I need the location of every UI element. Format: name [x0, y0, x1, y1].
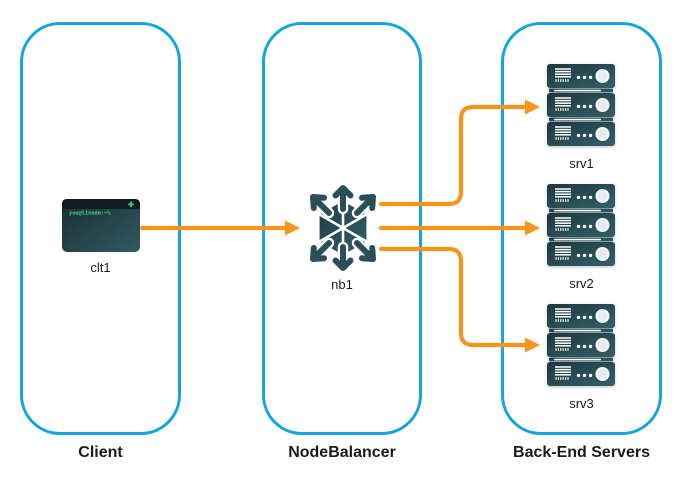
- node-label-clt1: clt1: [90, 260, 111, 275]
- terminal-prompt: you@linode:~%: [69, 211, 111, 217]
- node-label-srv2: srv2: [569, 276, 594, 291]
- group-label-nodebalancer: NodeBalancer: [288, 444, 396, 461]
- terminal-icon: you@linode:~%: [62, 199, 140, 252]
- arrow-se-icon: [354, 240, 376, 262]
- terminal-body: [62, 199, 140, 252]
- group-label-client: Client: [78, 444, 123, 461]
- node-label-srv3: srv3: [569, 396, 594, 411]
- arrow-down-icon: [332, 244, 354, 271]
- node-label-srv1: srv1: [569, 156, 594, 171]
- arrow-sw-icon: [310, 240, 332, 262]
- node-label-nb1: nb1: [331, 277, 353, 292]
- arrow-up-icon: [332, 185, 354, 212]
- terminal-titlebar: [62, 199, 140, 209]
- terminal-plus-icon: [128, 201, 134, 208]
- server-units: [547, 64, 615, 146]
- arrow-ne-icon: [354, 194, 376, 216]
- server-stack-icon-srv3: [547, 304, 615, 386]
- group-label-backend: Back-End Servers: [513, 444, 650, 461]
- nodebalancer-icon: [307, 181, 379, 275]
- server-stack-icon-srv1: [547, 64, 615, 146]
- arrow-nw-icon: [310, 194, 332, 216]
- server-stack-icon-srv2: [547, 184, 615, 266]
